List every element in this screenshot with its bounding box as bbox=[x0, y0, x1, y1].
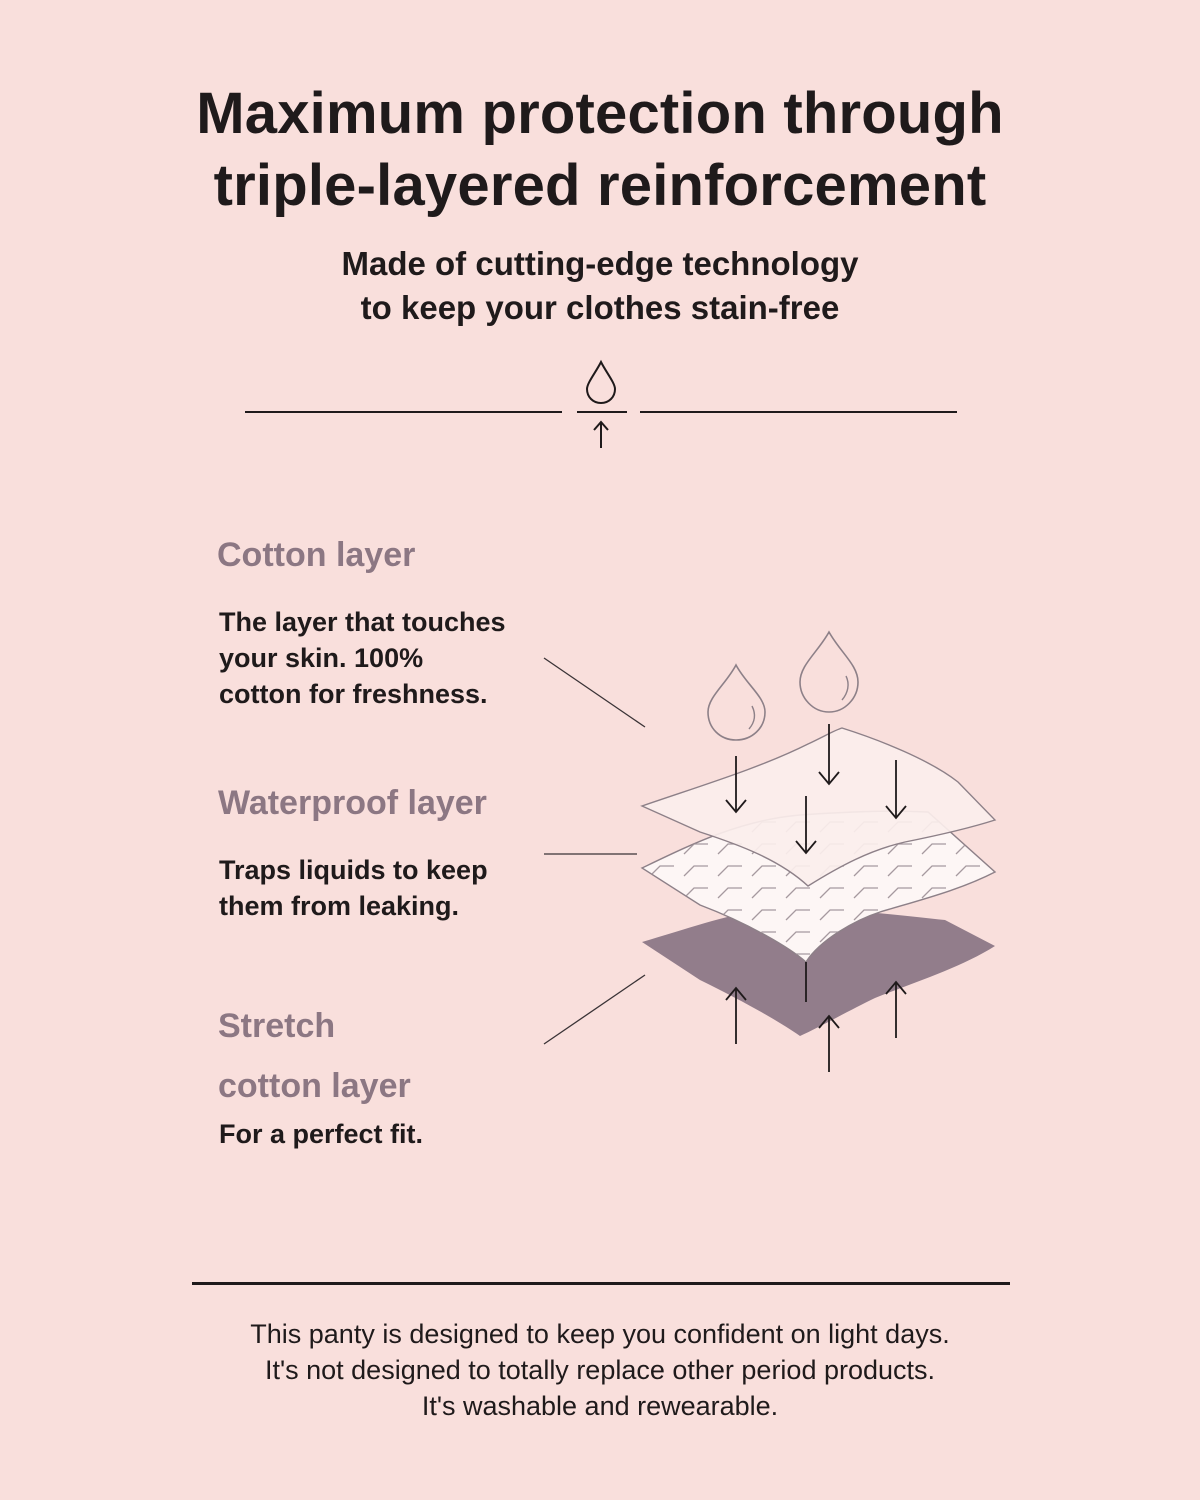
cotton-layer-shape bbox=[640, 727, 997, 887]
waterproof-layer-description: Traps liquids to keep them from leaking. bbox=[219, 855, 488, 921]
title-line-1: Maximum protection through bbox=[196, 81, 1004, 146]
water-drop-icon bbox=[707, 663, 766, 741]
page-title: Maximum protection through triple-layere… bbox=[0, 78, 1200, 222]
up-arrow-icon bbox=[593, 420, 609, 431]
subtitle-line-1: Made of cutting-edge technology bbox=[341, 245, 859, 282]
stretch-layer-leader-line bbox=[543, 974, 646, 1045]
subtitle-line-2: to keep your clothes stain-free bbox=[360, 289, 840, 326]
title-line-2: triple-layered reinforcement bbox=[213, 153, 987, 218]
footer-line-2: It's not designed to totally replace oth… bbox=[264, 1355, 936, 1385]
drop-barrier-divider bbox=[245, 359, 957, 448]
page-subtitle: Made of cutting-edge technology to keep … bbox=[0, 242, 1200, 330]
stretch-cotton-layer-title: Stretch cotton layer bbox=[218, 1007, 411, 1105]
footer-line-3: It's washable and rewearable. bbox=[421, 1391, 779, 1421]
cotton-layer-leader-line bbox=[543, 657, 646, 728]
stretch-cotton-layer-description: For a perfect fit. bbox=[219, 1119, 424, 1149]
cotton-layer-description: The layer that touches your skin. 100% c… bbox=[219, 607, 506, 709]
stretch-cotton-layer-shape bbox=[642, 907, 995, 1036]
cotton-layer-title: Cotton layer bbox=[217, 536, 416, 574]
waterproof-layer-shape bbox=[640, 810, 997, 964]
waterproof-layer-title: Waterproof layer bbox=[218, 784, 487, 822]
water-drop-icon bbox=[585, 359, 617, 405]
footer-note: This panty is designed to keep you confi… bbox=[0, 1316, 1200, 1424]
drop-barrier-arrow-icon bbox=[577, 359, 627, 448]
footer-line-1: This panty is designed to keep you confi… bbox=[250, 1319, 950, 1349]
water-drop-icon bbox=[799, 630, 859, 713]
footer-divider bbox=[192, 1282, 1010, 1285]
